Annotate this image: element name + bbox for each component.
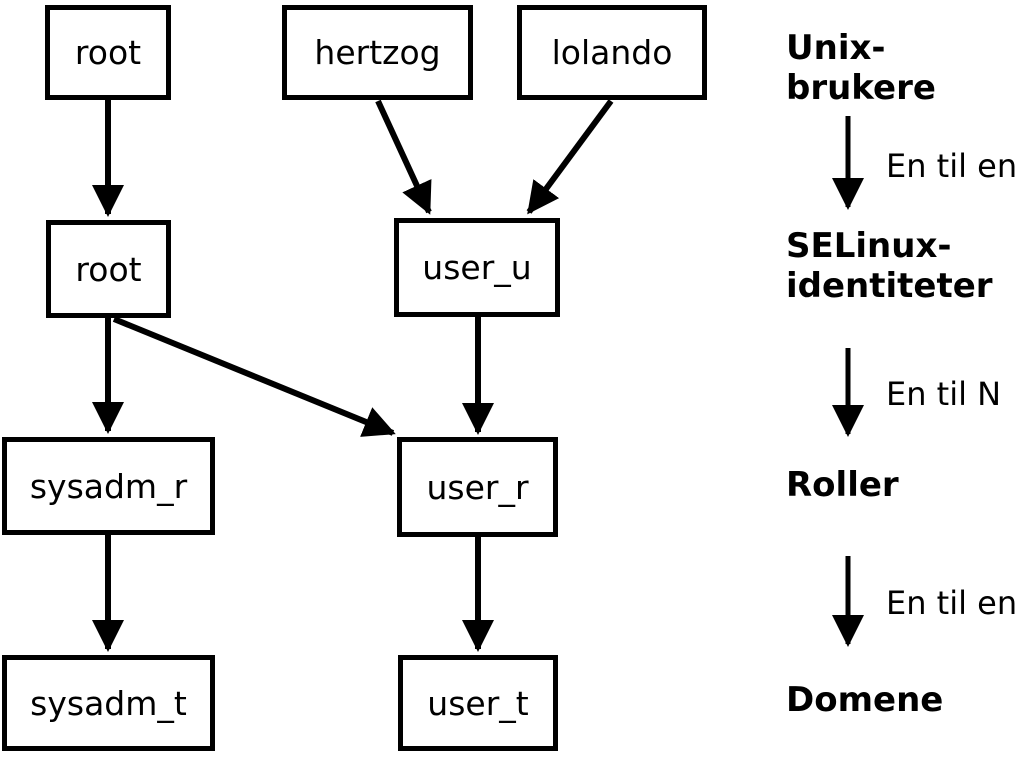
node-unix-user-hertzog: hertzog [282, 5, 473, 100]
node-selinux-identity-user-u: user_u [394, 218, 560, 317]
node-domain-sysadm-t: sysadm_t [2, 655, 215, 751]
arrow-selinuxroot-to-user-r [112, 316, 396, 437]
node-unix-user-lolando: lolando [517, 5, 707, 100]
legend-heading-selinux-identities: SELinux- identiteter [786, 226, 993, 306]
legend-heading-domains: Domene [786, 680, 944, 720]
legend-arrow2-label: En til N [886, 375, 1002, 413]
legend-arrow1-label: En til en [886, 147, 1018, 185]
arrow-lolando-to-user-u [526, 99, 614, 215]
node-role-user-r: user_r [397, 437, 558, 537]
legend-heading-unix-users: Unix-brukere [786, 28, 936, 108]
node-domain-user-t: user_t [398, 655, 558, 751]
node-selinux-identity-root: root [46, 220, 171, 318]
legend-heading-roles: Roller [786, 465, 899, 505]
legend-arrow3-label: En til en [886, 584, 1018, 622]
node-unix-user-root: root [45, 5, 171, 100]
arrow-hertzog-to-user-u [375, 99, 432, 215]
node-role-sysadm-r: sysadm_r [2, 437, 215, 535]
